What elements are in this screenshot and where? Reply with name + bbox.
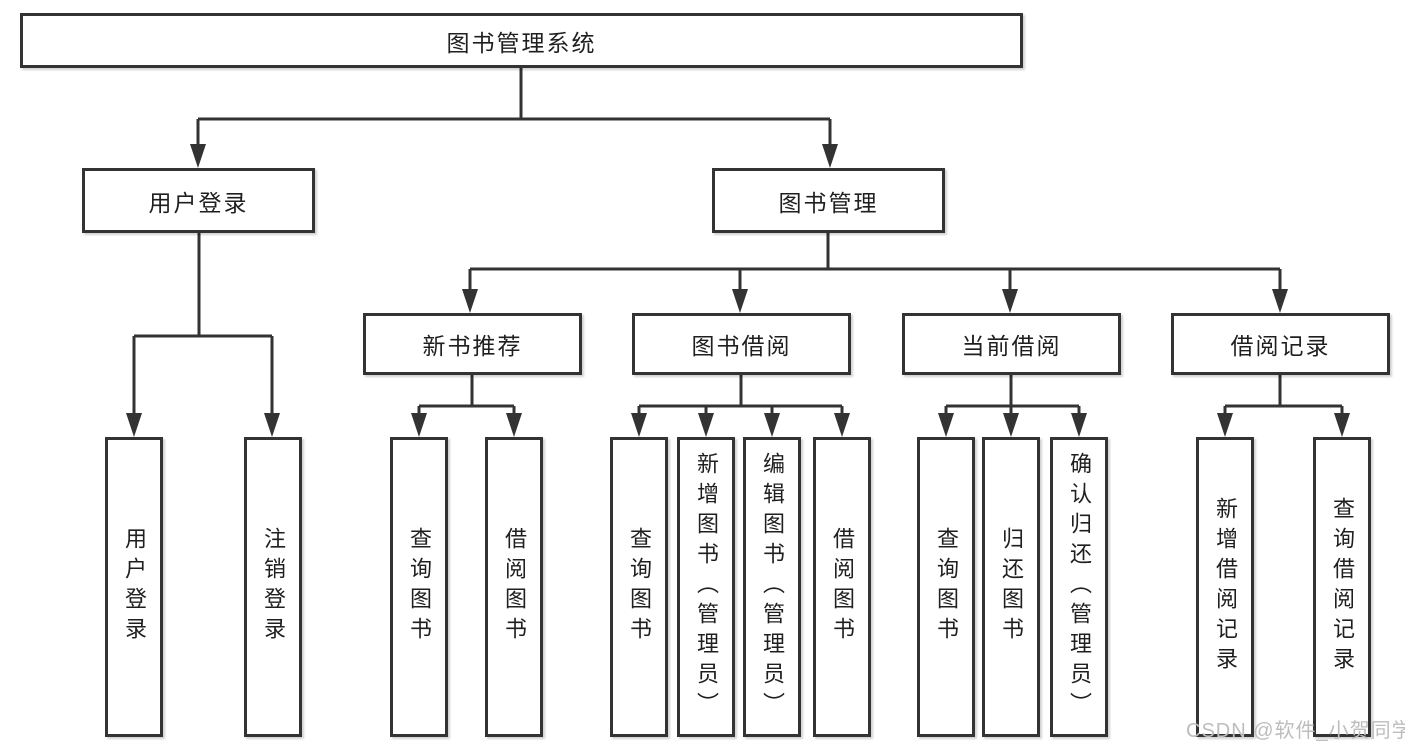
edge-root-to-level2: [190, 68, 838, 168]
edge-borrow-records-to-leaves: [1217, 375, 1350, 437]
node-user-login: 用户登录: [82, 168, 315, 233]
node-current-borrow: 当前借阅: [902, 313, 1121, 375]
leaf-user-login: 用户登录: [105, 437, 163, 737]
csdn-watermark: CSDN @软件_小贺同学: [1186, 720, 1405, 742]
node-book-management: 图书管理: [712, 168, 945, 233]
leaf-borrow-books: 借阅图书: [813, 437, 871, 737]
leaf-query-borrow-record: 查询借阅记录: [1313, 437, 1371, 737]
leaf-current-query-books: 查询图书: [917, 437, 975, 737]
leaf-confirm-return-admin: 确认归还（管理员）: [1050, 437, 1108, 737]
leaf-recommend-query-books: 查询图书: [390, 437, 448, 737]
leaf-recommend-borrow-books: 借阅图书: [485, 437, 543, 737]
edge-book-borrow-to-leaves: [631, 375, 850, 437]
node-new-book-recommend: 新书推荐: [363, 313, 582, 375]
edge-user-login-to-leaves: [126, 233, 280, 437]
edge-book-management-to-level3: [462, 233, 1288, 313]
leaf-borrow-query-books: 查询图书: [610, 437, 668, 737]
node-library-management-system: 图书管理系统: [20, 13, 1023, 68]
leaf-edit-books-admin: 编辑图书（管理员）: [743, 437, 801, 737]
edge-current-borrow-to-leaves: [938, 375, 1087, 437]
edge-new-book-recommend-to-leaves: [411, 375, 522, 437]
leaf-add-borrow-record: 新增借阅记录: [1196, 437, 1254, 737]
node-borrow-records: 借阅记录: [1171, 313, 1390, 375]
leaf-return-books: 归还图书: [982, 437, 1040, 737]
leaf-logout: 注销登录: [244, 437, 302, 737]
leaf-add-books-admin: 新增图书（管理员）: [677, 437, 735, 737]
node-book-borrow: 图书借阅: [632, 313, 851, 375]
